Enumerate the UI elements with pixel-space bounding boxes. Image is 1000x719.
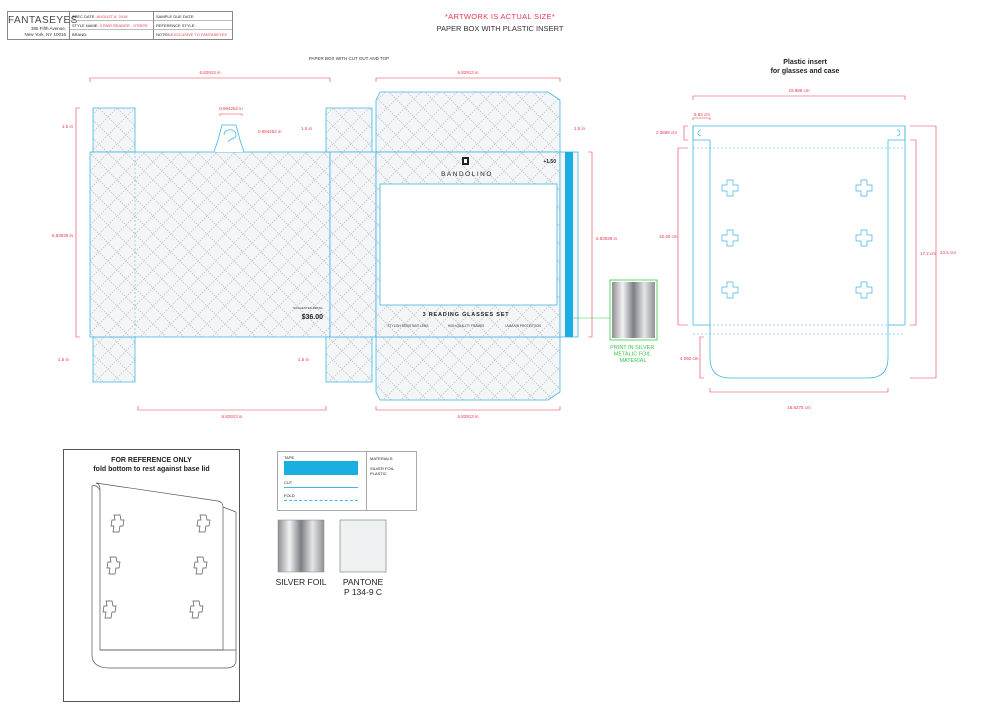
notes-label: NOTES: — [156, 32, 171, 37]
legend-cut-line — [284, 487, 358, 488]
page-title: PAPER BOX WITH PLASTIC INSERT — [436, 24, 564, 33]
artwork-note: *ARTWORK IS ACTUAL SIZE* — [444, 12, 556, 21]
ins-dim-tab: 2.0698 cm — [656, 130, 677, 135]
price-note: SUGGESTED RETAIL — [293, 306, 323, 310]
legend-fold-label: FOLD — [284, 493, 295, 498]
feature-3: UVA/UVB PROTECTION — [505, 324, 541, 328]
style-name-value: 3 PAIR READER - STRIPE — [99, 23, 148, 28]
reference-box: FOR REFERENCE ONLY fold bottom to rest a… — [63, 449, 240, 702]
dim-top-right: 6.82913 in — [457, 70, 479, 75]
dim-flap-mid: 1.5 in — [301, 126, 313, 131]
dim-bottom-right: 6.82913 in — [457, 414, 479, 419]
style-name-label: STYLE NAME: — [72, 23, 99, 28]
ins-dim-height-mid: 17.2 cm — [920, 251, 936, 256]
bandolino-logo-icon — [462, 157, 469, 165]
materials-item-1: SILVER FOIL — [370, 466, 394, 471]
insert-title-line1: Plastic insert — [783, 59, 827, 66]
box-brand-name: BANDOLINO — [441, 171, 493, 178]
reference-style-cell: REFERENCE STYLE: — [154, 21, 232, 30]
plastic-insert — [692, 125, 906, 379]
reference-style-label: REFERENCE STYLE: — [156, 23, 196, 28]
dim-top-left: 6.82913 in — [199, 70, 221, 75]
spec-date-cell: SPEC DATE: AUGUST 8, 2018 — [70, 12, 154, 21]
ins-dim-height-total: 23.5 cm — [940, 250, 956, 255]
feature-1: STYLISH RESISTANT LENS — [388, 324, 429, 328]
insert-title: Plastic insert for glasses and case — [735, 58, 875, 76]
silver-foil-swatch — [277, 519, 325, 573]
sample-due-cell: SAMPLE DUE DATE: — [154, 12, 232, 21]
address-line-2: New York, NY 10016 — [24, 32, 66, 37]
dim-height-right: 6.83039 in — [596, 236, 618, 241]
legend-box: TAPE CUT FOLD MATERIALS: SILVER FOIL PLA… — [277, 451, 417, 511]
silver-foil-label: SILVER FOIL — [275, 577, 327, 587]
tape-strip — [565, 152, 573, 337]
window-cutout — [379, 183, 558, 306]
foil-sample — [612, 282, 655, 338]
hang-tab — [213, 124, 245, 153]
company-logo: FANTASEYES 385 Fifth Avenue, New York, N… — [8, 12, 78, 39]
insert-title-line2: for glasses and case — [770, 68, 840, 75]
address-line-1: 385 Fifth Avenue, — [31, 26, 66, 31]
brand-label: BRAND: — [72, 32, 88, 37]
reference-line2: fold bottom to rest against base lid — [93, 466, 210, 473]
dieline-caption: PAPER BOX WITH CUT OUT AND TOP — [309, 56, 389, 61]
ins-dim-bottom: 4.092 cm — [680, 356, 699, 361]
dim-flap-mid-bottom: 1.5 in — [298, 357, 310, 362]
pantone-line2: P 134-9 C — [343, 587, 383, 597]
materials-label: MATERIALS: — [370, 456, 394, 461]
dim-flap-right: 1.5 in — [574, 126, 586, 131]
ins-dim-width-top: 19.686 cm — [788, 88, 809, 93]
ins-dim-small: 5.63 cm — [694, 112, 710, 117]
style-name-cell: STYLE NAME: 3 PAIR READER - STRIPE — [70, 21, 154, 30]
feature-2: HIGH QUALITY FRAMES — [448, 324, 485, 328]
materials-item-2: PLASTIC — [370, 471, 387, 476]
foil-callout-box — [609, 279, 658, 341]
dim-tab-width: 0.984252 in — [219, 106, 243, 111]
spec-date-label: SPEC DATE: — [72, 14, 96, 19]
dimension-lines — [75, 77, 593, 411]
spec-header: FANTASEYES 385 Fifth Avenue, New York, N… — [7, 11, 233, 40]
sample-due-label: SAMPLE DUE DATE: — [156, 14, 195, 19]
notes-value: EXCLUSIVE TO FANTASEYES — [170, 32, 227, 37]
reference-illustration — [91, 482, 237, 669]
hang-hole — [223, 129, 237, 143]
legend-fold-line — [284, 500, 358, 501]
reference-line1: FOR REFERENCE ONLY — [111, 457, 192, 464]
dim-flap-left: 1.5 in — [62, 124, 74, 129]
dim-flap-left-bottom: 1.5 in — [58, 357, 70, 362]
legend-divider — [366, 452, 367, 510]
brand-cell: BRAND: — [70, 30, 154, 39]
dim-bottom-left: 6.82913 in — [221, 414, 243, 419]
legend-tape-swatch — [284, 461, 358, 475]
legend-tape-label: TAPE — [284, 455, 295, 460]
insert-dimension-lines — [677, 95, 937, 393]
reference-title: FOR REFERENCE ONLY fold bottom to rest a… — [64, 456, 239, 474]
set-title: 3 READING GLASSES SET — [423, 312, 510, 318]
brand-name: FANTASEYES — [8, 15, 78, 26]
pantone-swatch — [339, 519, 387, 573]
legend-cut-label: CUT — [284, 480, 293, 485]
ins-dim-width-bottom: 16.8275 cm — [787, 405, 811, 410]
dim-tab-height: 0.984252 in — [258, 129, 282, 134]
notes-cell: NOTES:EXCLUSIVE TO FANTASEYES — [154, 30, 232, 39]
ins-dim-height-inner: 16.40 cm — [659, 234, 678, 239]
pantone-label: PANTONE P 134-9 C — [332, 577, 394, 597]
dim-height-left: 6.83039 in — [52, 233, 74, 238]
spec-date-value: AUGUST 8, 2018 — [96, 14, 128, 19]
strength-label: +1.50 — [543, 159, 556, 165]
price: $36.00 — [302, 314, 324, 321]
pantone-line1: PANTONE — [342, 577, 384, 587]
foil-callout-text: PRINT IN SILVER METALIC FOIL MATERIAL — [610, 345, 656, 364]
